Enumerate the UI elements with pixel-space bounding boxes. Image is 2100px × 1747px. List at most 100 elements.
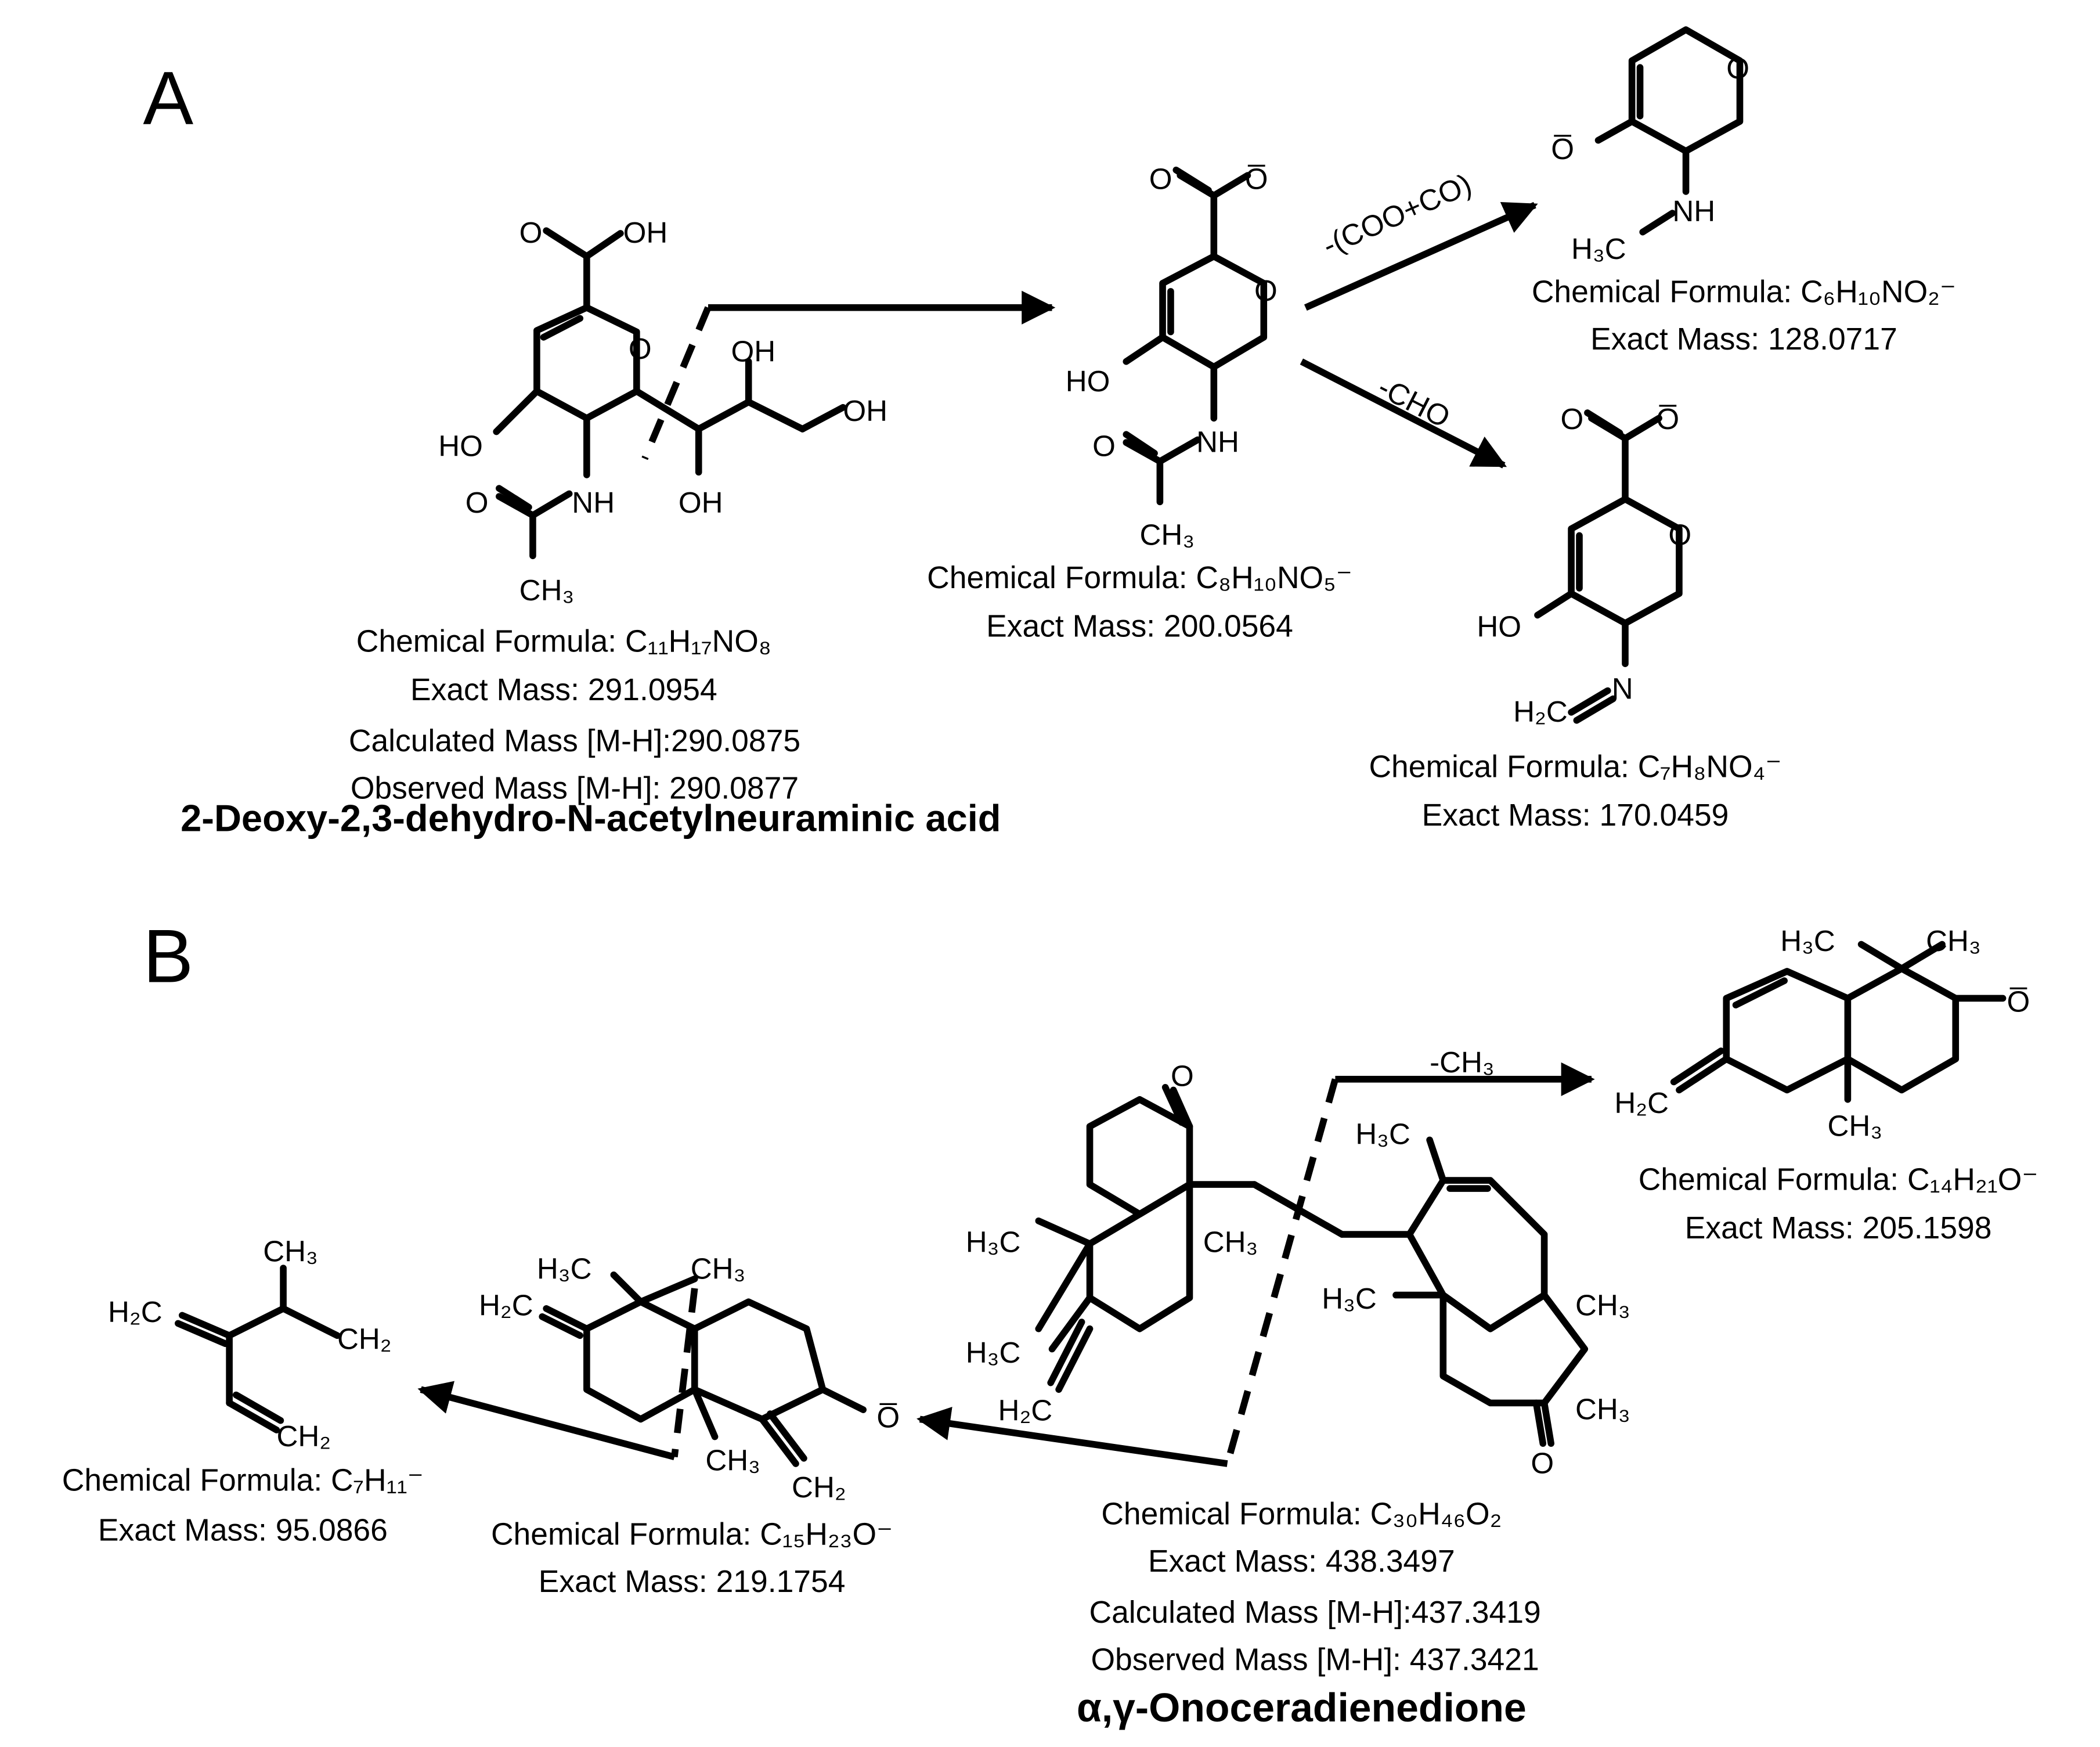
atom-h3c: H₃C [537, 1252, 592, 1285]
atom-o: O [1726, 52, 1749, 85]
atom-h2c: H₂C [479, 1288, 533, 1321]
atom-o-minus: O̅ [1245, 162, 1268, 195]
atom-h3c: H₃C [966, 1336, 1021, 1369]
compound-name: 2-Deoxy-2,3-dehydro-N-acetylneuraminic a… [181, 797, 1001, 839]
atom-ch3: CH₃ [1828, 1109, 1883, 1142]
caption-b-frag1: Chemical Formula: C₁₄H₂₁O⁻ Exact Mass: 2… [1639, 1162, 2038, 1245]
atom-o-minus: O̅ [1551, 132, 1574, 165]
atom-ch3: CH₃ [1140, 518, 1195, 552]
structure-b-parent: O H₃C CH₃ H₃C H₂C H₃C H₃C CH₃ CH₃ O [966, 1059, 1630, 1479]
caption-a-frag1: Chemical Formula: C₈H₁₀NO₅⁻ Exact Mass: … [927, 561, 1352, 644]
formula-text: Chemical Formula: C₁₄H₂₁O⁻ [1639, 1162, 2038, 1197]
atom-o-minus: O̅ [1656, 402, 1679, 435]
atom-o: O [1531, 1446, 1554, 1479]
atom-o: O [629, 332, 652, 365]
cleavage-line [1224, 1078, 1339, 1465]
panel-label-b: B [143, 914, 193, 999]
exact-mass-text: Exact Mass: 200.0564 [986, 610, 1293, 644]
atom-oh: OH [623, 216, 668, 249]
atom-ch3: CH₃ [519, 574, 575, 607]
calculated-mass-text: Calculated Mass [M-H]:290.0875 [349, 724, 800, 758]
exact-mass-text: Exact Mass: 205.1598 [1685, 1211, 1992, 1245]
atom-o: O [466, 486, 489, 519]
atom-ch3: CH₃ [263, 1235, 318, 1268]
observed-mass-text: Observed Mass [M-H]: 290.0877 [351, 772, 799, 806]
atom-oh: OH [731, 335, 775, 368]
atom-o: O [519, 216, 543, 249]
formula-text: Chemical Formula: C₈H₁₀NO₅⁻ [927, 561, 1352, 595]
exact-mass-text: Exact Mass: 219.1754 [539, 1565, 846, 1599]
structure-a-frag1: O O O̅ HO NH O CH₃ [1066, 162, 1278, 551]
atom-o-minus: O̅ [2007, 985, 2030, 1018]
structure-a-frag3: O O O̅ HO N H₂C [1477, 402, 1691, 728]
formula-text: Chemical Formula: C₇H₁₁⁻ [62, 1464, 424, 1498]
exact-mass-text: Exact Mass: 170.0459 [1422, 798, 1729, 833]
exact-mass-text: Exact Mass: 128.0717 [1590, 322, 1897, 356]
cleavage-line [641, 306, 712, 460]
caption-a-frag3: Chemical Formula: C₇H₈NO₄⁻ Exact Mass: 1… [1369, 750, 1781, 833]
atom-o: O [1560, 402, 1583, 435]
atom-h3c: H₃C [1355, 1117, 1410, 1150]
atom-h2c: H₂C [1614, 1086, 1669, 1119]
atom-h2c: H₂C [108, 1295, 163, 1328]
arrow-label-cho: -CHO [1373, 370, 1455, 434]
atom-ch3: CH₃ [1926, 924, 1981, 957]
cleavage-line [671, 1288, 698, 1458]
atom-ch3: CH₃ [691, 1252, 746, 1285]
atom-o: O [1171, 1059, 1194, 1092]
structure-b-frag2: H₃C CH₃ H₂C CH₃ CH₂ O̅ [479, 1252, 900, 1504]
structure-b-frag3: CH₃ H₂C CH₂ CH₂ [108, 1235, 392, 1453]
atom-h2c: H₂C [998, 1394, 1053, 1427]
formula-text: Chemical Formula: C₇H₈NO₄⁻ [1369, 750, 1781, 784]
caption-a-parent: Chemical Formula: C₁₁H₁₇NO₈ Exact Mass: … [181, 624, 1001, 839]
caption-a-frag2: Chemical Formula: C₆H₁₀NO₂⁻ Exact Mass: … [1532, 275, 1956, 356]
structure-a-frag2: O O̅ NH H₃C [1551, 26, 1749, 265]
atom-h3c: H₃C [966, 1225, 1021, 1258]
caption-b-frag3: Chemical Formula: C₇H₁₁⁻ Exact Mass: 95.… [62, 1464, 424, 1548]
atom-h3c: H₃C [1571, 232, 1626, 265]
atom-o: O [1092, 429, 1116, 462]
arrow-b-to-frag3 [417, 1381, 676, 1461]
calculated-mass-text: Calculated Mass [M-H]:437.3419 [1089, 1595, 1540, 1630]
atom-o: O [1254, 274, 1278, 307]
atom-oh: OH [843, 394, 887, 427]
atom-h2c: H₂C [1513, 695, 1568, 728]
formula-text: Chemical Formula: C₆H₁₀NO₂⁻ [1532, 275, 1956, 309]
exact-mass-text: Exact Mass: 291.0954 [410, 673, 717, 707]
arrow-label-coo-co: -(COO+CO) [1318, 167, 1476, 262]
atom-nh: NH [1196, 425, 1239, 458]
atom-nh: NH [1672, 194, 1715, 228]
atom-nh: NH [572, 486, 615, 519]
caption-b-frag2: Chemical Formula: C₁₅H₂₃O⁻ Exact Mass: 2… [491, 1517, 893, 1598]
atom-o-minus: O̅ [876, 1400, 900, 1433]
exact-mass-text: Exact Mass: 438.3497 [1148, 1544, 1455, 1579]
atom-ch3: CH₃ [1575, 1288, 1630, 1321]
atom-ch2: CH₂ [337, 1323, 392, 1356]
compound-name: α,γ-Onoceradienedione [1077, 1685, 1527, 1730]
atom-n: N [1612, 672, 1633, 705]
structure-a-parent: O O OH HO NH O CH₃ OH OH OH [438, 216, 887, 607]
panel-label-a: A [143, 56, 193, 141]
caption-b-parent: Chemical Formula: C₃₀H₄₆O₂ Exact Mass: 4… [1077, 1497, 1541, 1730]
formula-text: Chemical Formula: C₃₀H₄₆O₂ [1101, 1497, 1502, 1532]
atom-ch3: CH₃ [1203, 1225, 1258, 1258]
arrow-a-to-frag2 [1304, 201, 1538, 311]
atom-ch2: CH₂ [276, 1420, 331, 1453]
atom-h3c: H₃C [1322, 1282, 1377, 1315]
exact-mass-text: Exact Mass: 95.0866 [98, 1513, 388, 1547]
atom-oh: OH [679, 486, 723, 519]
atom-ch2: CH₂ [792, 1471, 846, 1504]
arrow-b-to-frag2 [917, 1407, 1228, 1467]
atom-ho: HO [438, 429, 483, 462]
atom-h3c: H₃C [1780, 924, 1835, 957]
atom-ho: HO [1477, 610, 1521, 643]
structure-b-frag1: H₃C CH₃ O̅ H₂C CH₃ [1614, 924, 2030, 1142]
formula-text: Chemical Formula: C₁₅H₂₃O⁻ [491, 1517, 893, 1551]
atom-ho: HO [1066, 365, 1110, 398]
formula-text: Chemical Formula: C₁₁H₁₇NO₈ [356, 624, 771, 658]
arrow-a-to-frag3 [1300, 358, 1507, 469]
atom-o: O [1149, 162, 1172, 195]
observed-mass-text: Observed Mass [M-H]: 437.3421 [1091, 1643, 1539, 1677]
